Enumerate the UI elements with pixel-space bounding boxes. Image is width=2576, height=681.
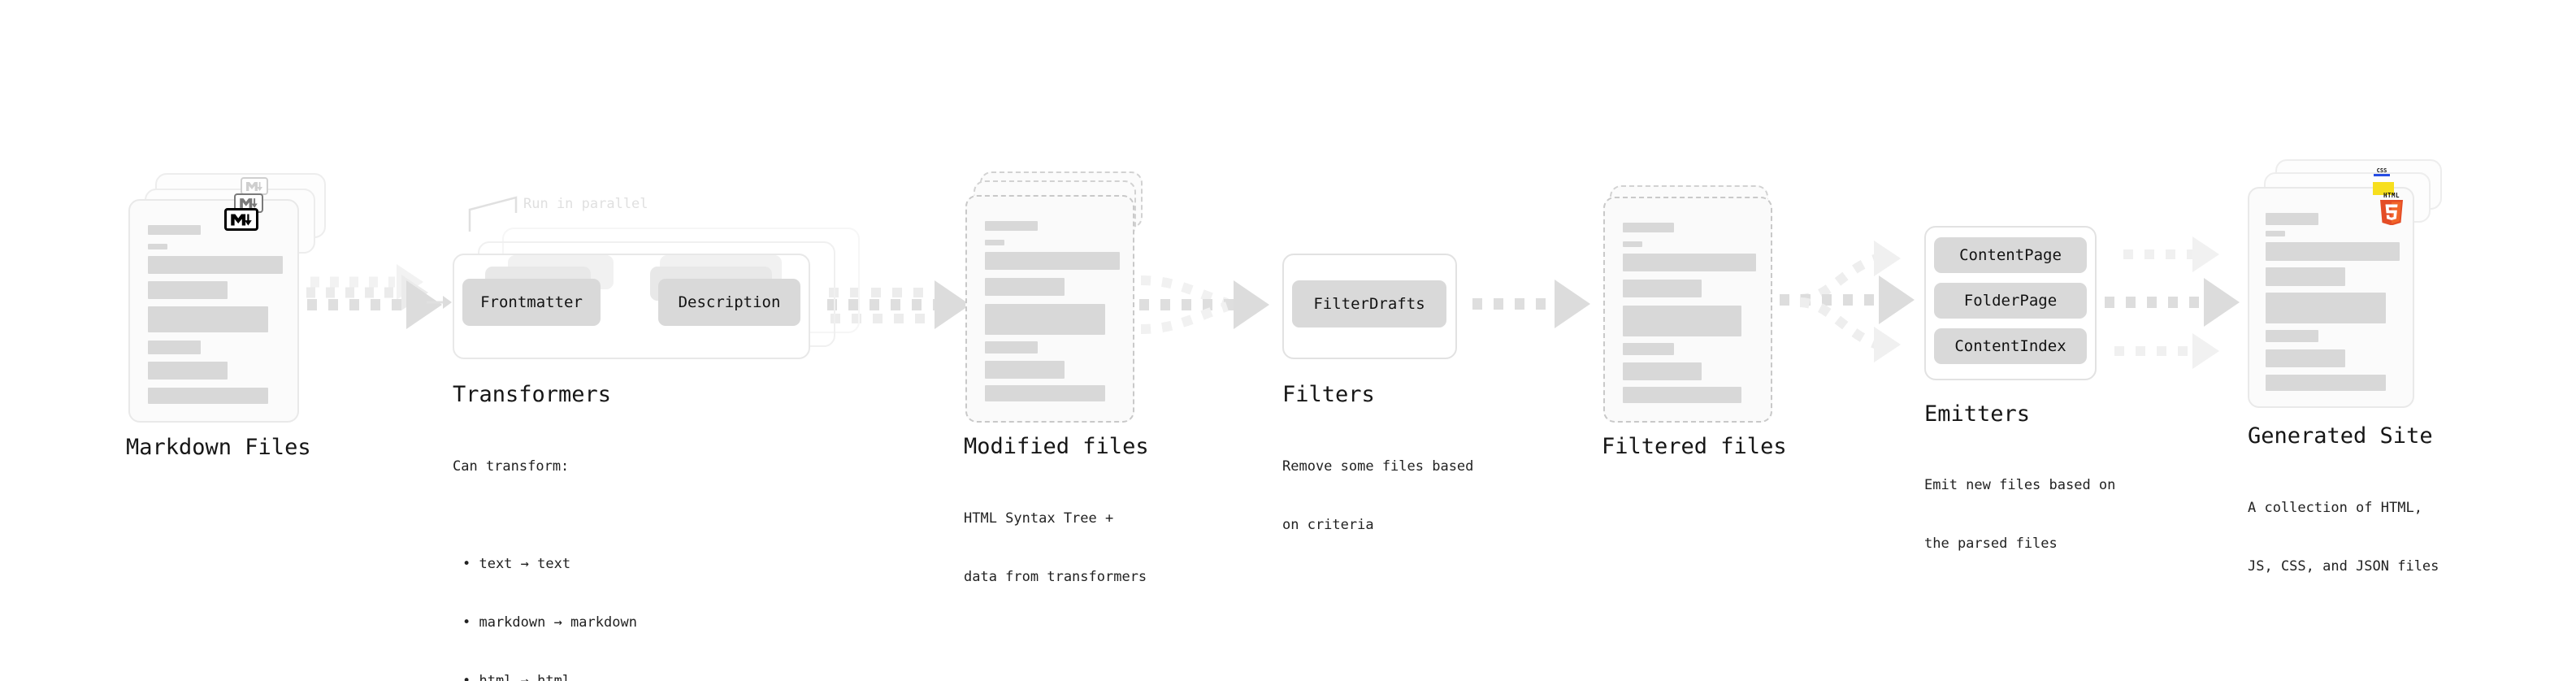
doc-bar <box>148 225 201 235</box>
stage-title-generated-site: Generated Site <box>2248 423 2433 449</box>
doc-bar <box>148 306 268 332</box>
markdown-icon <box>224 208 258 231</box>
doc-bar <box>1623 362 1702 380</box>
doc-bar <box>2266 231 2285 236</box>
doc-bar <box>985 240 1004 245</box>
doc-bar <box>148 340 201 354</box>
css3-icon: CSS <box>2372 166 2392 178</box>
doc-bar <box>2266 375 2386 391</box>
html5-icon: HTML <box>2378 191 2405 226</box>
doc-bar <box>1623 223 1674 232</box>
markdown-card-front <box>128 199 299 423</box>
pill-description[interactable]: Description <box>658 279 800 326</box>
connector-markdown-to-transformers <box>306 264 442 329</box>
doc-bar <box>985 361 1065 379</box>
connector-into-transformers-box <box>427 296 452 309</box>
doc-bar <box>985 341 1038 354</box>
doc-bar <box>1623 241 1642 247</box>
run-in-parallel-label: Run in parallel <box>523 196 648 212</box>
stage-title-modified-files: Modified files <box>964 434 1149 459</box>
doc-bar <box>2266 349 2345 367</box>
stage-title-emitters: Emitters <box>1924 401 2031 427</box>
doc-bar <box>1623 306 1741 336</box>
connector-emitters-to-site <box>2105 236 2240 369</box>
doc-bar <box>1623 387 1741 403</box>
doc-bar <box>985 252 1120 270</box>
emitters-subtitle: Emit new files based on the parsed files <box>1924 436 2115 592</box>
doc-bar <box>1623 254 1756 271</box>
emitters-sub-line-2: the parsed files <box>1924 536 2058 552</box>
pill-frontmatter[interactable]: Frontmatter <box>462 279 601 326</box>
doc-bar <box>2266 267 2345 286</box>
filtered-card-front <box>1603 197 1772 423</box>
doc-bar <box>148 362 228 380</box>
markdown-icon-mid <box>234 193 263 213</box>
site-card-front <box>2248 187 2414 408</box>
stage-title-transformers: Transformers <box>453 382 612 407</box>
markdown-glyph <box>231 214 252 225</box>
transform-bullet-text: • text → text <box>462 556 571 572</box>
transform-bullet-html: • html → html <box>462 673 571 681</box>
doc-bar <box>148 281 228 299</box>
javascript-icon <box>2373 182 2394 195</box>
doc-bar <box>2266 213 2318 225</box>
filters-subtitle: Remove some files based on criteria <box>1282 418 1473 574</box>
doc-bar <box>1623 280 1702 297</box>
doc-bar <box>985 221 1038 231</box>
markdown-icon-back <box>241 177 268 195</box>
generated-sub-line-2: JS, CSS, and JSON files <box>2248 558 2439 575</box>
generated-sub-line-1: A collection of HTML, <box>2248 500 2422 516</box>
html5-glyph: HTML <box>2380 192 2403 226</box>
modified-sub-line-2: data from transformers <box>964 569 1147 585</box>
doc-bar <box>985 278 1065 296</box>
doc-bar <box>1623 343 1674 355</box>
modified-sub-line-1: HTML Syntax Tree + <box>964 510 1114 527</box>
doc-bar <box>2266 242 2400 261</box>
run-in-parallel-bracket <box>468 196 518 232</box>
svg-text:HTML: HTML <box>2383 192 2400 199</box>
can-transform-heading: Can transform: <box>453 458 570 475</box>
filters-sub-line-1: Remove some files based <box>1282 458 1474 475</box>
doc-bar <box>148 256 283 274</box>
stage-title-filters: Filters <box>1282 382 1375 407</box>
pill-contentpage[interactable]: ContentPage <box>1934 237 2087 273</box>
connector-filters-to-filtered <box>1472 280 1590 328</box>
modified-files-subtitle: HTML Syntax Tree + data from transformer… <box>964 470 1147 626</box>
stage-title-markdown-files: Markdown Files <box>126 435 311 460</box>
connector-modified-to-filters <box>1139 275 1269 334</box>
doc-bar <box>2266 330 2318 342</box>
emitters-sub-line-1: Emit new files based on <box>1924 477 2116 493</box>
css3-glyph: CSS <box>2374 167 2390 176</box>
pill-folderpage[interactable]: FolderPage <box>1934 283 2087 319</box>
doc-bar <box>148 388 268 404</box>
pill-contentindex[interactable]: ContentIndex <box>1934 328 2087 364</box>
modified-card-front <box>965 195 1134 423</box>
markdown-glyph <box>246 181 262 191</box>
generated-site-subtitle: A collection of HTML, JS, CSS, and JSON … <box>2248 459 2439 615</box>
svg-text:CSS: CSS <box>2377 167 2387 174</box>
filters-sub-line-2: on criteria <box>1282 517 1374 533</box>
doc-bar <box>985 304 1105 335</box>
pill-filterdrafts[interactable]: FilterDrafts <box>1292 280 1446 327</box>
markdown-glyph <box>240 198 258 208</box>
transform-bullet-markdown: • markdown → markdown <box>462 614 637 631</box>
connector-filtered-to-emitters <box>1780 241 1915 362</box>
doc-bar <box>2266 293 2386 323</box>
stage-title-filtered-files: Filtered files <box>1602 434 1787 459</box>
transformers-subtitle: Can transform: • text → text • markdown … <box>453 418 637 681</box>
doc-bar <box>985 385 1105 401</box>
doc-bar <box>148 244 167 249</box>
transform-bullet-list: • text → text • markdown → markdown • ht… <box>453 515 637 681</box>
